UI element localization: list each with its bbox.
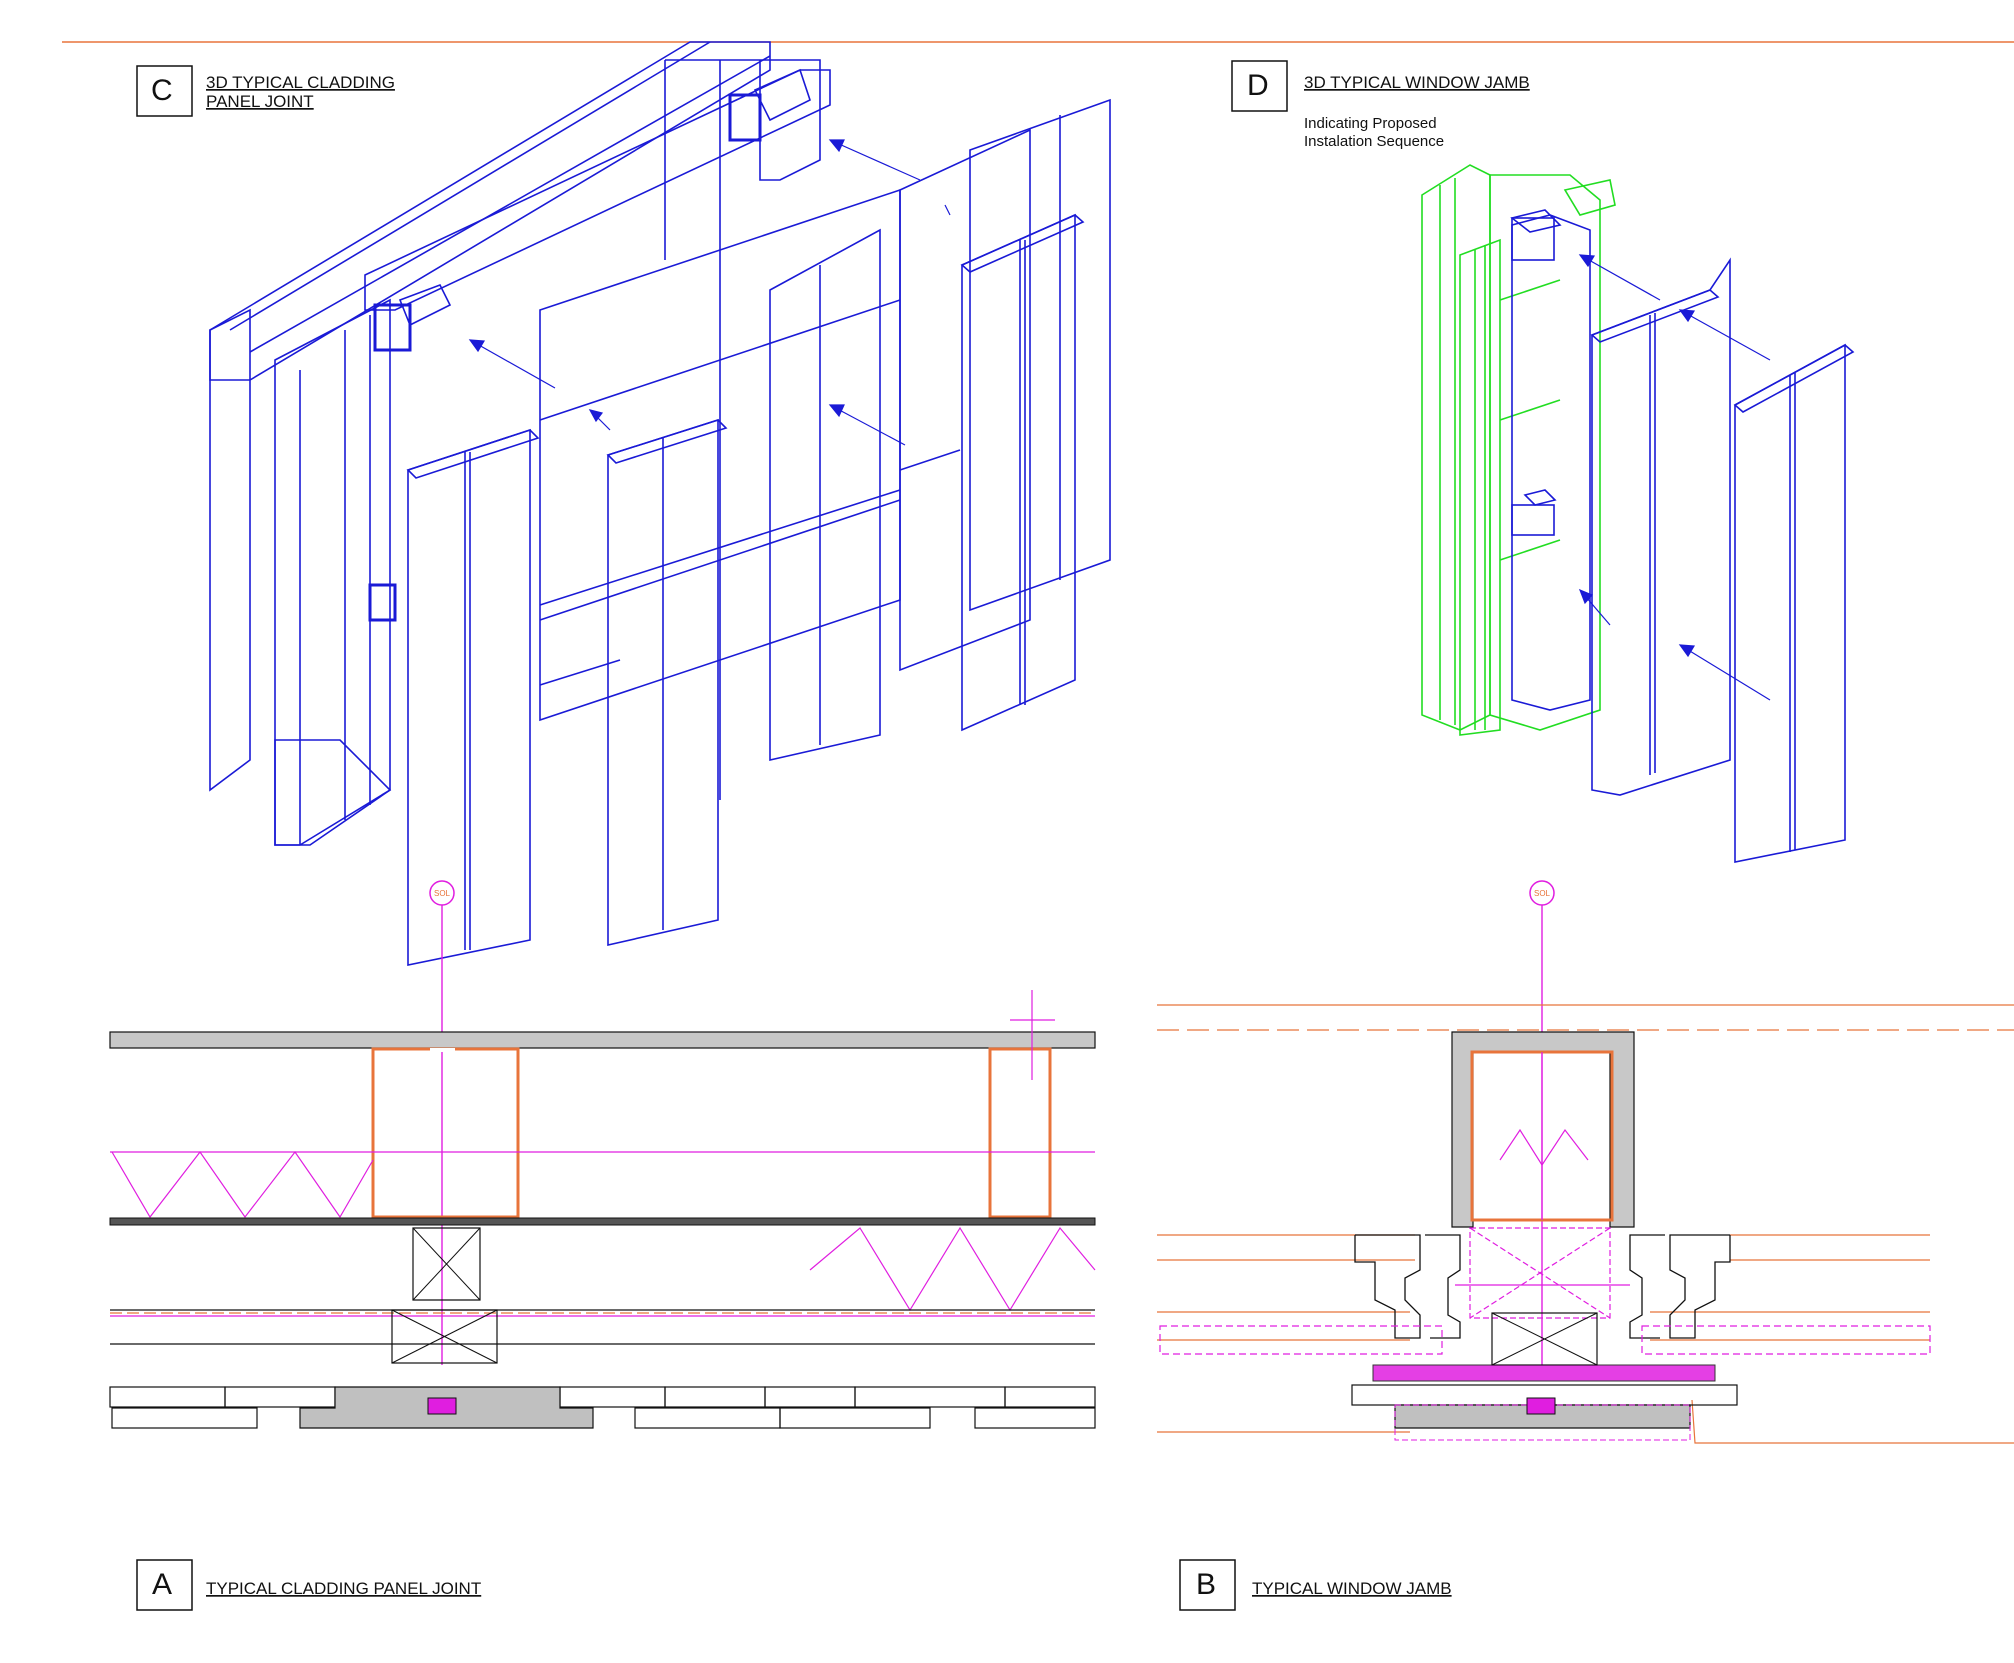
view-b-key-box bbox=[1179, 1559, 1236, 1611]
view-b-jamb-lining bbox=[1451, 1031, 1635, 1228]
view-c-key-box bbox=[136, 65, 193, 117]
sol-marker-b: SOL bbox=[1534, 889, 1551, 898]
view-d-note-line1: Indicating Proposed bbox=[1304, 115, 1437, 132]
view-b-window-jamb-section: B TYPICAL WINDOW JAMB bbox=[1157, 1004, 2014, 1611]
view-c-middle-stud bbox=[769, 228, 881, 762]
view-c-right-back-panel bbox=[969, 98, 1111, 612]
view-c-top-clip-left bbox=[373, 303, 412, 352]
sol-axis-a: SOL bbox=[429, 880, 455, 1365]
view-b-key: B bbox=[1196, 1568, 1216, 1601]
view-a-cladding-joint-section: A TYPICAL CLADDING PANEL JOINT bbox=[109, 990, 1096, 1611]
view-c-left-tall-panel bbox=[209, 308, 251, 792]
view-a-insulation-left bbox=[111, 1150, 374, 1219]
view-d-3d-window-jamb: D 3D TYPICAL WINDOW JAMB Indicating Prop… bbox=[1231, 60, 1855, 863]
view-c-insertion-arrow bbox=[469, 339, 556, 389]
view-d-key-box bbox=[1231, 60, 1288, 112]
view-d-panel-1 bbox=[1591, 257, 1731, 796]
view-b-flashing-right bbox=[1641, 1325, 1931, 1355]
view-a-stud-right bbox=[988, 1047, 1052, 1219]
view-b-insulation bbox=[1499, 1128, 1589, 1167]
view-b-flashing-left bbox=[1159, 1325, 1443, 1355]
view-c-title-line1: 3D TYPICAL CLADDING bbox=[206, 73, 395, 92]
view-d-jamb-stud bbox=[1511, 214, 1591, 711]
view-c-right-front-panel bbox=[961, 213, 1076, 732]
view-c-front-panel-3 bbox=[899, 128, 1031, 672]
view-d-window-frame bbox=[1421, 164, 1491, 731]
view-a-title: TYPICAL CLADDING PANEL JOINT bbox=[206, 1579, 481, 1598]
view-a-insulation-right bbox=[809, 1226, 1096, 1312]
view-c-top-clip-right bbox=[728, 93, 762, 142]
view-c-right-stud bbox=[665, 59, 821, 181]
view-c-key: C bbox=[151, 74, 173, 107]
sol-marker-a: SOL bbox=[434, 889, 451, 898]
view-b-reveal-left bbox=[1354, 1234, 1421, 1339]
view-d-note-line2: Instalation Sequence bbox=[1304, 133, 1444, 150]
view-d-title: 3D TYPICAL WINDOW JAMB bbox=[1304, 73, 1530, 92]
view-a-sheathing bbox=[109, 1217, 1096, 1226]
view-a-key-box bbox=[136, 1559, 193, 1611]
view-c-title-line2: PANEL JOINT bbox=[206, 92, 314, 111]
view-b-joint-packer bbox=[1526, 1397, 1556, 1415]
view-b-reveal-right bbox=[1669, 1234, 1731, 1339]
view-d-key: D bbox=[1247, 69, 1269, 102]
view-c-front-panel-1 bbox=[407, 428, 531, 966]
view-b-membrane bbox=[1372, 1364, 1716, 1382]
view-b-title: TYPICAL WINDOW JAMB bbox=[1252, 1579, 1452, 1598]
view-a-joint-packer bbox=[427, 1397, 457, 1415]
view-a-stud-left bbox=[371, 1047, 520, 1219]
view-a-batten bbox=[391, 1309, 498, 1364]
view-a-key: A bbox=[152, 1568, 172, 1601]
view-b-fixing-zone bbox=[1469, 1227, 1611, 1319]
view-c-left-stud bbox=[274, 298, 391, 846]
view-d-stud-clip-top bbox=[1511, 217, 1555, 261]
view-a-cladding-board bbox=[109, 1386, 226, 1408]
view-c-3d-cladding-joint: C 3D TYPICAL CLADDING PANEL JOINT bbox=[136, 41, 1111, 966]
view-d-stud-clip-mid bbox=[1511, 504, 1555, 536]
view-d-insertion-arrow bbox=[1579, 254, 1661, 301]
view-a-top-board bbox=[109, 1031, 1096, 1049]
